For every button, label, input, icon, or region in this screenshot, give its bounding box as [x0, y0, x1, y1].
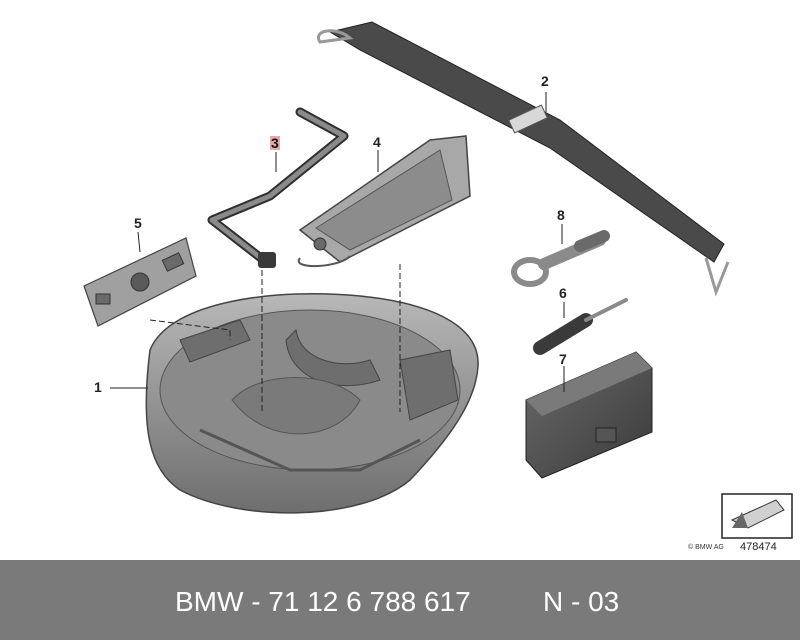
variant-code: N - 03 — [543, 586, 620, 617]
copyright-text: © BMW AG — [688, 544, 724, 551]
leader-line-5 — [137, 231, 141, 253]
jack — [297, 135, 471, 267]
towing-eye — [511, 230, 610, 287]
footer-bar — [0, 560, 800, 640]
callout-5: 5 — [134, 215, 142, 231]
callout-8: 8 — [557, 207, 565, 223]
orientation-arrow-icon — [721, 493, 793, 539]
parts-diagram — [83, 21, 793, 539]
tool-case — [525, 351, 653, 479]
screwdriver — [533, 298, 628, 355]
callout-4: 4 — [373, 134, 381, 150]
callout-3[interactable]: 3 — [270, 135, 280, 151]
callout-7: 7 — [559, 351, 567, 367]
callout-2: 2 — [541, 73, 549, 89]
tie-down-strap — [316, 21, 730, 297]
callout-6: 6 — [559, 285, 567, 301]
leader-lines — [110, 92, 565, 412]
bracket-plate — [83, 237, 197, 327]
trunk-tray — [145, 292, 479, 514]
lug-wrench — [207, 107, 349, 268]
part-number: BMW - 71 12 6 788 617 — [175, 586, 471, 617]
diagram-number: 478474 — [740, 541, 777, 553]
callout-1: 1 — [94, 379, 102, 395]
